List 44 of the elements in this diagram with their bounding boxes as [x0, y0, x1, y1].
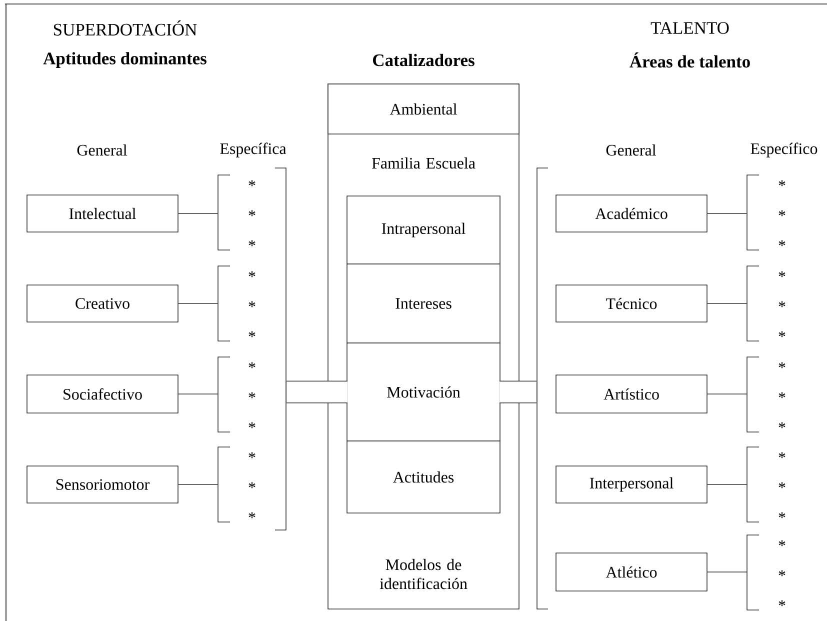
box-text: Modelos de identificación — [380, 558, 468, 590]
factor-cell: Intereses — [346, 264, 500, 344]
double-connector — [500, 380, 536, 404]
heading: SUPERDOTACIÓN — [54, 20, 197, 36]
category-box: Atlético — [556, 552, 708, 592]
double-connector — [286, 380, 348, 404]
category-box: Sociafectivo — [26, 374, 178, 414]
category-box: Interpersonal — [556, 466, 708, 504]
column-heading: Específico — [750, 142, 818, 158]
box-heading: Catalizadores — [373, 54, 474, 66]
connector-line — [178, 303, 218, 304]
asterisk-list: * * * — [746, 446, 786, 522]
bracket — [536, 168, 548, 610]
category-box: Intelectual — [26, 194, 178, 232]
category-box: Artístico — [556, 374, 708, 414]
bracket — [274, 168, 286, 530]
box-text: Familia Escuela — [372, 157, 476, 169]
asterisk-list: * * * — [218, 446, 256, 522]
category-box: Creativo — [26, 284, 178, 322]
asterisk-list: * * * — [746, 356, 786, 432]
factor-cell: Actitudes — [346, 440, 500, 514]
column-heading: General — [77, 144, 127, 156]
category-box: Técnico — [556, 284, 708, 322]
asterisk-list: * * * — [746, 534, 786, 610]
connector-line — [707, 303, 748, 304]
factor-cell: Motivación — [346, 342, 500, 442]
heading: TALENTO — [650, 22, 729, 34]
connector-line — [178, 484, 218, 485]
heading: Aptitudes dominantes — [43, 52, 206, 68]
asterisk-list: * * * — [218, 174, 256, 250]
connector-line — [707, 213, 748, 214]
asterisk-list: * * * — [218, 266, 256, 342]
connector-line — [707, 484, 748, 485]
heading: Áreas de talento — [630, 52, 750, 68]
category-box: Sensoriomotor — [26, 466, 178, 504]
asterisk-list: * * * — [746, 266, 786, 342]
connector-line — [178, 213, 218, 214]
asterisk-list: * * * — [218, 356, 256, 432]
column-heading: General — [606, 144, 656, 156]
factor-cell: Ambiental — [328, 84, 520, 134]
column-heading: Específica — [220, 142, 286, 158]
factor-cell: Intrapersonal — [346, 196, 500, 264]
category-box: Académico — [556, 194, 708, 232]
asterisk-list: * * * — [746, 174, 786, 250]
